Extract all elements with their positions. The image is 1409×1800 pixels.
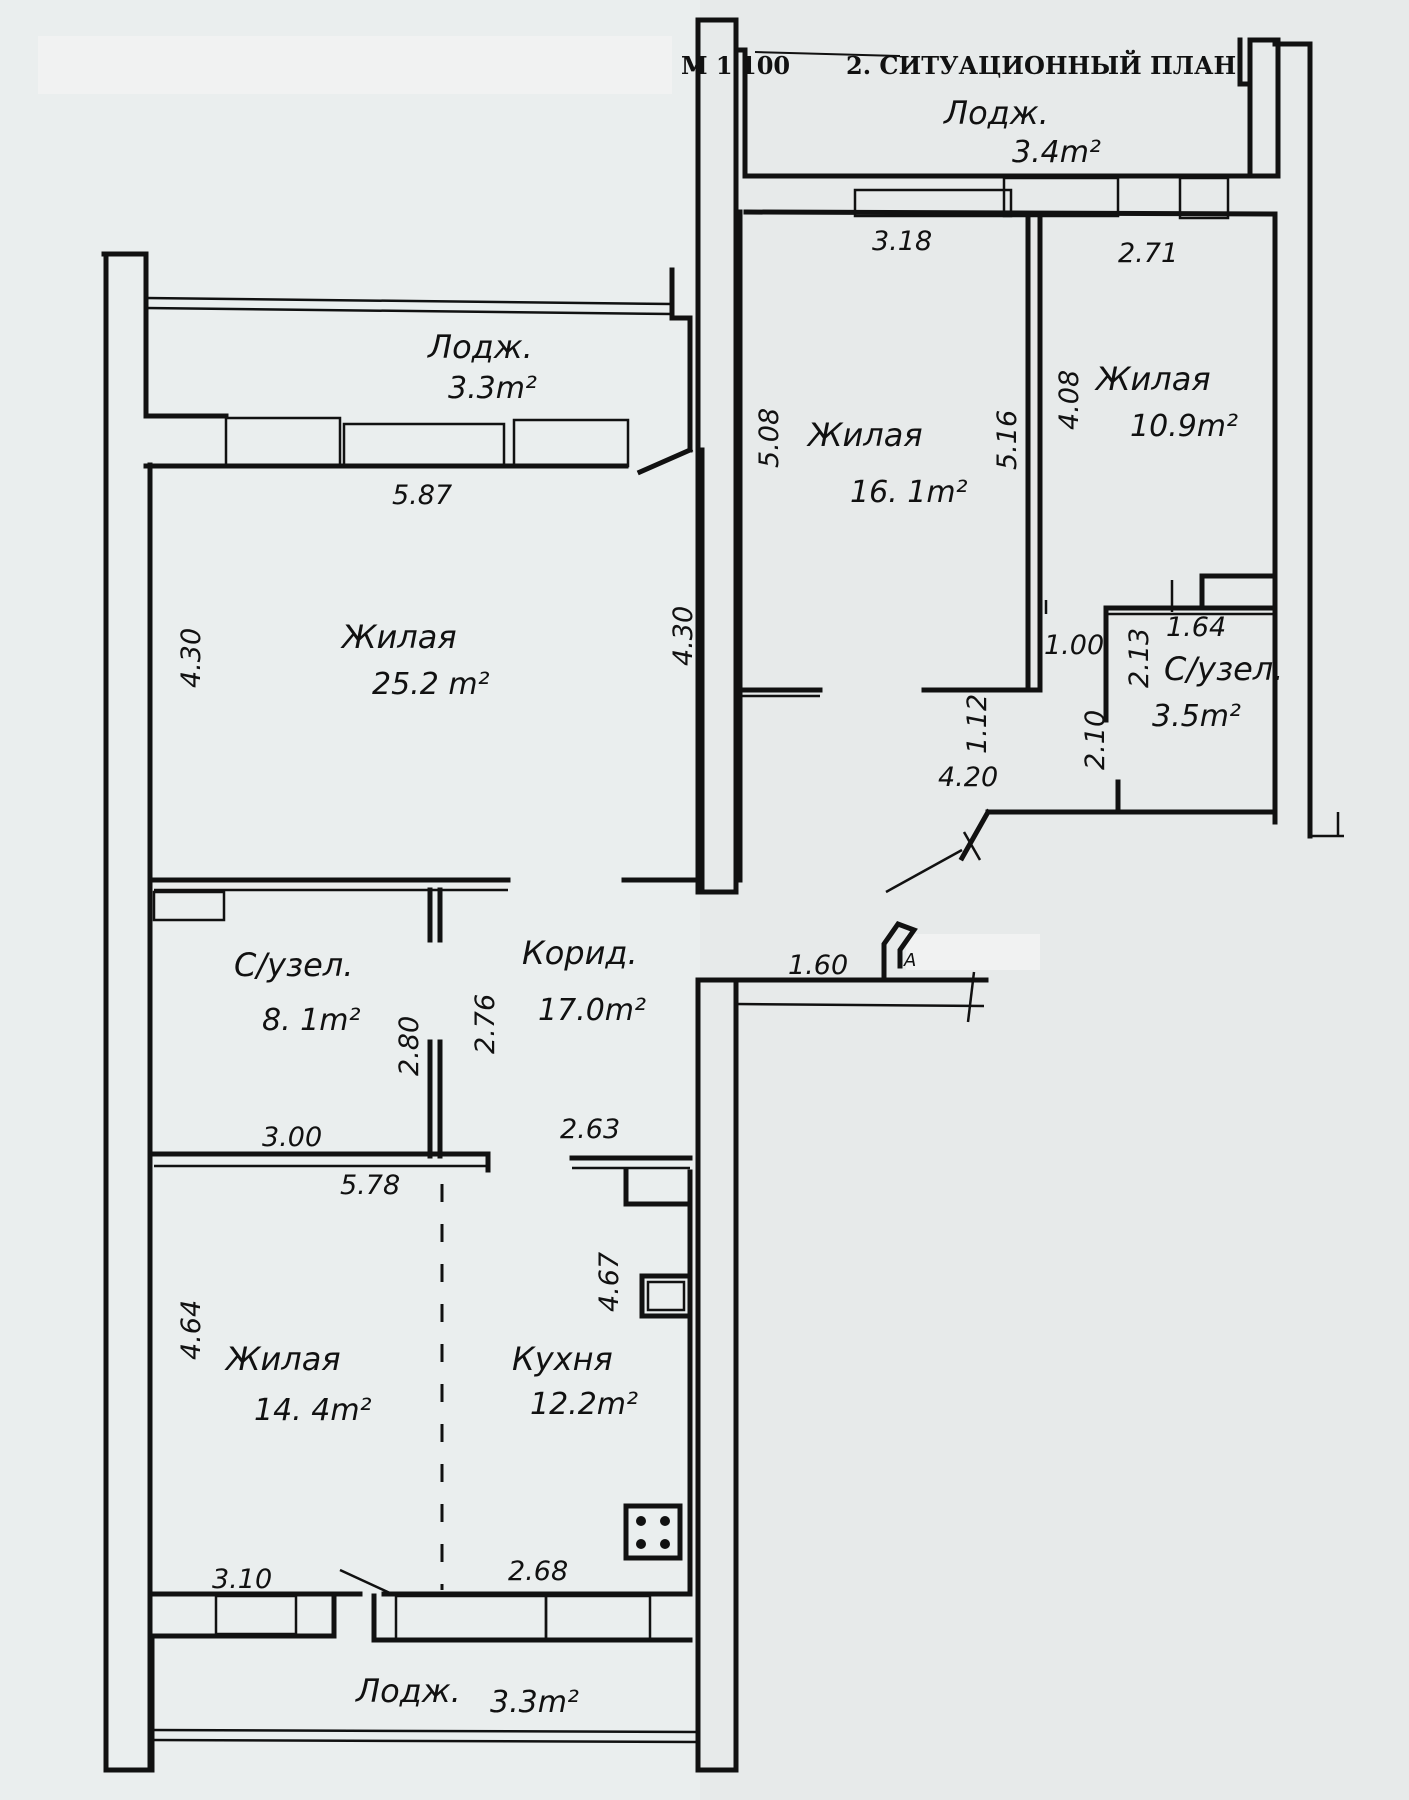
loggia-top-right-name: Лодж. <box>943 94 1049 132</box>
living-10-name: Жилая <box>1094 360 1211 398</box>
living-10-area: 10.9m² <box>1130 409 1238 444</box>
dim-5-78: 5.78 <box>340 1170 400 1201</box>
walls <box>101 17 1344 1773</box>
redacted-block-entrance <box>906 934 1040 970</box>
dim-2-68: 2.68 <box>508 1556 568 1587</box>
dim-4-30-right: 4.30 <box>668 606 699 666</box>
loggia-top-right-area: 3.4m² <box>1012 135 1101 170</box>
plan-title: 2. СИТУАЦИОННЫЙ ПЛАН <box>846 49 1236 80</box>
kitchen-area: 12.2m² <box>530 1387 638 1422</box>
living-16-name: Жилая <box>806 416 923 454</box>
dim-2-76: 2.76 <box>470 994 501 1054</box>
dim-2-10: 2.10 <box>1080 710 1111 770</box>
dim-2-71: 2.71 <box>1118 238 1178 269</box>
kitchen-name: Кухня <box>512 1340 613 1378</box>
dim-4-30-left: 4.30 <box>176 628 207 688</box>
dim-5-08: 5.08 <box>754 408 785 468</box>
dim-4-20: 4.20 <box>938 762 998 793</box>
dim-1-60: 1.60 <box>788 950 848 981</box>
dim-2-63: 2.63 <box>560 1114 620 1145</box>
dim-4-08: 4.08 <box>1054 370 1085 430</box>
dim-1-12: 1.12 <box>962 694 993 754</box>
loggia-top-left-name: Лодж. <box>427 328 533 366</box>
scale-prefix: M 1 <box>681 51 733 80</box>
dim-2-13: 2.13 <box>1124 628 1155 688</box>
dim-3-18: 3.18 <box>872 226 932 257</box>
living-14-area: 14. 4m² <box>254 1393 372 1428</box>
entrance-marker: A <box>903 950 916 971</box>
living-14-name: Жилая <box>224 1340 341 1378</box>
redacted-block-header <box>38 36 672 94</box>
corridor-area: 17.0m² <box>538 993 646 1028</box>
dim-5-87: 5.87 <box>392 480 452 511</box>
living-25-name: Жилая <box>340 618 457 656</box>
bath-small-area: 3.5m² <box>1152 699 1241 734</box>
dimension-labels: 3.18 2.71 5.08 5.16 4.08 5.87 4.30 4.30 … <box>176 226 1226 1595</box>
loggia-top-left-area: 3.3m² <box>448 371 537 406</box>
dim-4-64: 4.64 <box>176 1300 207 1360</box>
living-16-area: 16. 1m² <box>850 475 968 510</box>
loggia-bottom-name: Лодж. <box>355 1672 461 1710</box>
dim-1-00: 1.00 <box>1044 630 1104 661</box>
dim-3-10: 3.10 <box>212 1564 272 1595</box>
bath-small-name: С/узел. <box>1164 650 1283 688</box>
loggia-bottom-area: 3.3m² <box>490 1685 579 1720</box>
header-rule <box>754 51 901 57</box>
room-labels: Лодж. 3.4m² Лодж. 3.3m² Жилая 25.2 m² Жи… <box>224 94 1283 1720</box>
dim-2-80: 2.80 <box>394 1016 425 1076</box>
dim-5-16: 5.16 <box>992 410 1023 470</box>
scale-value: 100 <box>740 51 790 80</box>
bath-big-area: 8. 1m² <box>262 1003 361 1038</box>
corridor-name: Корид. <box>522 934 638 972</box>
dim-3-00: 3.00 <box>262 1122 322 1153</box>
bath-big-name: С/узел. <box>234 946 353 984</box>
dim-4-67: 4.67 <box>594 1252 625 1312</box>
dim-1-64: 1.64 <box>1166 612 1226 643</box>
living-25-area: 25.2 m² <box>372 667 490 702</box>
